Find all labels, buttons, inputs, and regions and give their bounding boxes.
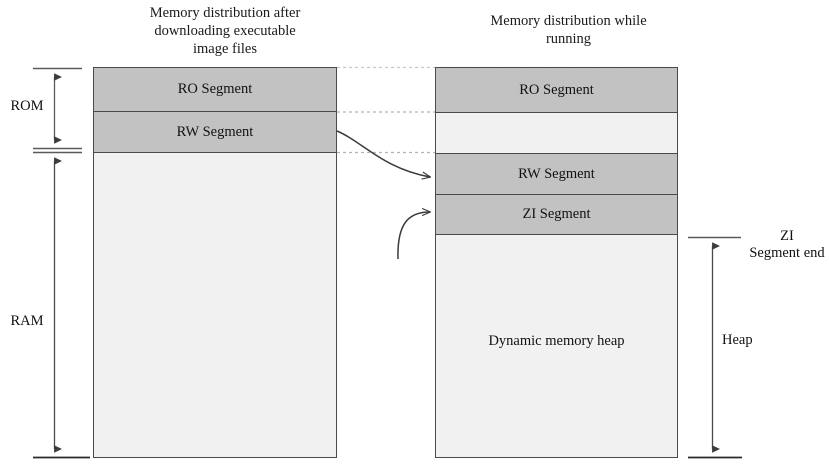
ram-bracket xyxy=(33,151,90,459)
left-free-ram-area[interactable] xyxy=(93,152,337,458)
heap-label: Heap xyxy=(722,332,753,348)
rom-bracket xyxy=(33,67,82,150)
heap-bracket xyxy=(688,236,742,459)
left-rw-segment[interactable]: RW Segment xyxy=(93,111,337,153)
arrow-zi-creation xyxy=(397,212,430,260)
rom-label: ROM xyxy=(10,98,44,114)
right-ro-segment[interactable]: RO Segment xyxy=(435,67,678,113)
ram-label: RAM xyxy=(10,313,44,329)
left-diagram-title: Memory distribution after downloading ex… xyxy=(149,5,301,57)
arrow-rw-relocation xyxy=(336,130,430,177)
right-diagram-title: Memory distribution while running xyxy=(490,13,647,47)
zi-segment-end-label: ZI Segment end xyxy=(749,228,825,261)
right-gap-area[interactable] xyxy=(435,112,678,154)
